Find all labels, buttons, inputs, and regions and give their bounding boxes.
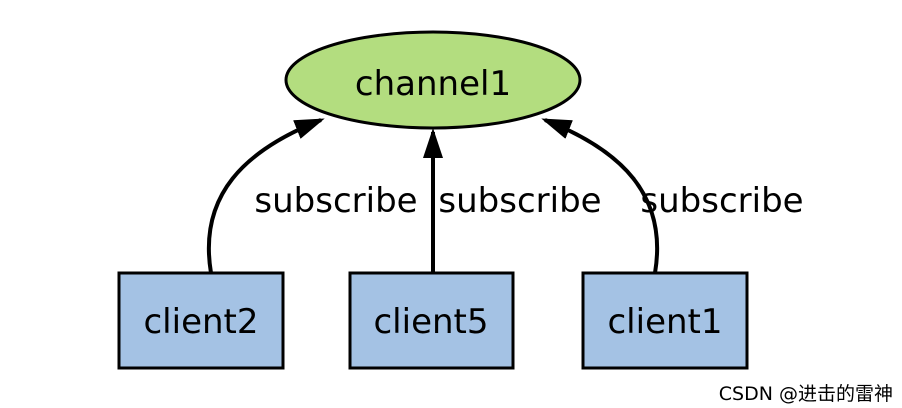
node-client2-label: client2: [143, 302, 258, 342]
edge-label-subscribe: subscribe: [438, 181, 601, 221]
node-client1-box: [581, 271, 749, 370]
edge-label-subscribe: subscribe: [254, 181, 417, 221]
node-client5-box: [348, 271, 515, 370]
edge-label-subscribe: subscribe: [640, 181, 803, 221]
node-client5-label: client5: [373, 302, 488, 342]
node-client1-label: client1: [607, 302, 722, 342]
node-channel1-ellipse: [284, 30, 582, 130]
edge-client1-channel1: [541, 118, 660, 274]
edge-client2-channel1: [206, 118, 325, 274]
watermark: CSDN @进击的雷神: [719, 383, 893, 405]
node-client2-box: [117, 271, 285, 370]
node-channel1-label: channel1: [355, 64, 511, 104]
